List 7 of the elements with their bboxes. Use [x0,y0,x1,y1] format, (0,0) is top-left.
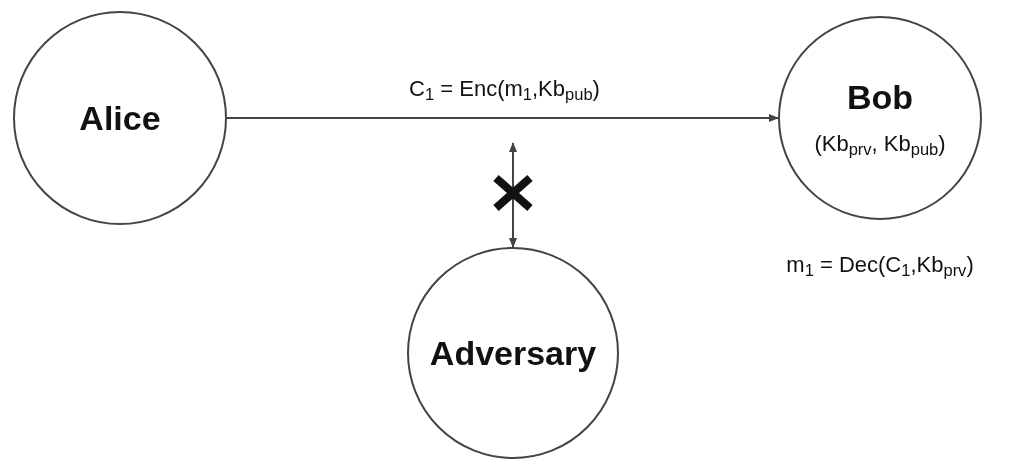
arrow [226,114,779,122]
arrow [509,142,517,248]
node-subtitle: (Kb$_{prv}$, Kb$_{pub}$) [814,129,946,160]
node-title: Adversary [429,332,597,374]
node-annotation: m$_{1}$ = Dec(C$_{1}$,Kb$_{prv}$) [786,251,974,281]
node-title: Bob [846,77,914,119]
node-title: Alice [79,97,161,139]
